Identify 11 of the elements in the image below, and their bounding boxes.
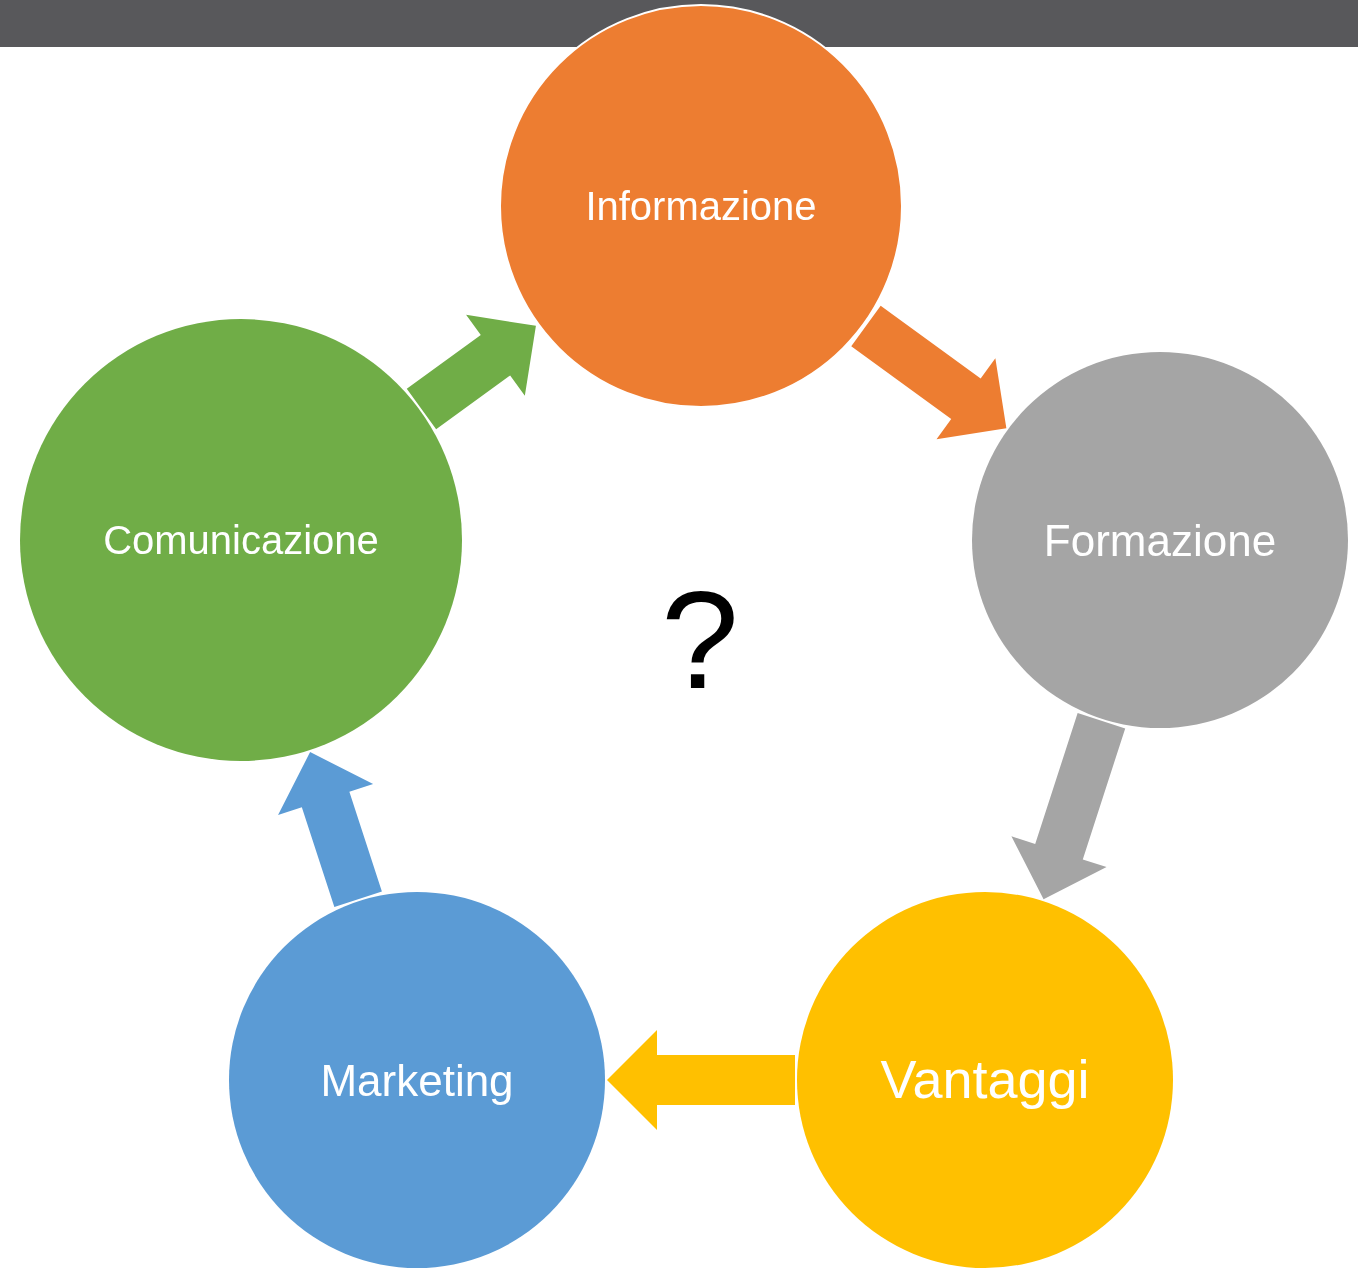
node-label: Comunicazione bbox=[103, 517, 379, 564]
block-arrow bbox=[406, 314, 536, 430]
node-label: Informazione bbox=[585, 183, 817, 230]
node-label: Marketing bbox=[320, 1054, 514, 1107]
block-arrow bbox=[607, 1030, 795, 1130]
node-label: Formazione bbox=[1043, 514, 1277, 567]
node-label: Vantaggi bbox=[880, 1048, 1090, 1112]
question-mark: ? bbox=[660, 570, 740, 710]
block-arrow bbox=[278, 752, 382, 908]
block-arrow bbox=[1011, 713, 1126, 900]
block-arrow bbox=[851, 305, 1007, 440]
